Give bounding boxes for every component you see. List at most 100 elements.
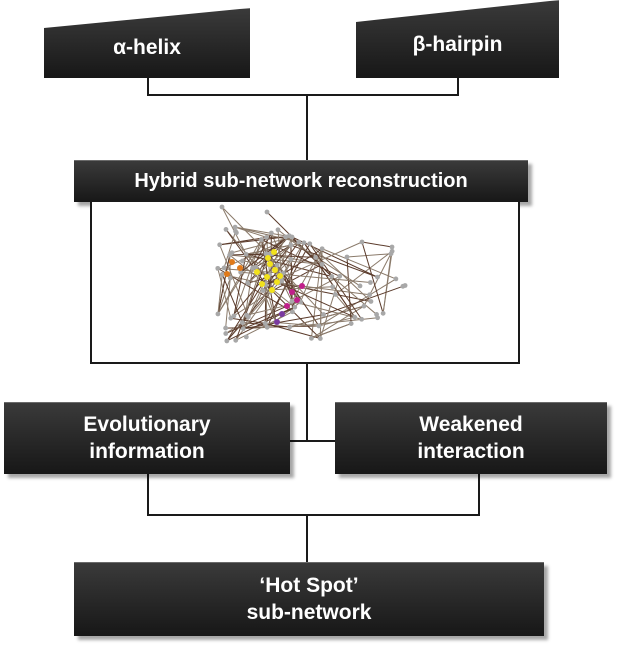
network-node — [309, 335, 314, 341]
network-edge — [291, 236, 378, 278]
network-nodes — [215, 204, 408, 344]
network-edge — [217, 239, 262, 315]
network-node — [292, 304, 298, 310]
network-node-highlighted — [274, 279, 280, 285]
network-node-highlighted — [267, 261, 273, 267]
network-node — [361, 303, 367, 309]
network-edge — [219, 236, 286, 246]
network-node-highlighted — [272, 267, 278, 273]
network-edge — [242, 285, 267, 329]
network-node-highlighted — [294, 297, 300, 303]
network-edge — [225, 229, 272, 292]
network-node — [288, 242, 294, 248]
network-node — [296, 239, 302, 245]
network-edge — [246, 301, 301, 316]
network-node — [243, 251, 249, 257]
network-node — [287, 324, 293, 330]
network-node-highlighted — [265, 255, 271, 261]
network-node — [307, 241, 313, 247]
network-node — [260, 287, 266, 293]
network-edge — [311, 323, 352, 339]
hybrid-reconstruction-box: Hybrid sub-network reconstruction — [74, 160, 528, 202]
network-edge — [265, 285, 277, 323]
network-node-highlighted — [299, 283, 305, 289]
weakened-line2: interaction — [417, 439, 525, 463]
network-node — [359, 239, 365, 245]
network-node — [240, 326, 246, 332]
network-node — [221, 265, 227, 271]
evolutionary-line1: Evolutionary — [83, 413, 211, 437]
network-node — [232, 224, 238, 230]
network-edge — [225, 322, 243, 334]
network-node — [264, 234, 269, 240]
network-node — [289, 234, 295, 240]
network-edge — [281, 241, 363, 279]
network-node — [368, 280, 373, 285]
evolutionary-information-box: Evolutionary information — [4, 402, 290, 474]
network-edge — [361, 241, 393, 248]
network-node — [264, 209, 270, 215]
network-image-frame — [90, 200, 520, 364]
network-node — [317, 336, 323, 341]
network-edge — [285, 236, 361, 287]
network-node — [301, 240, 307, 246]
connector-bottom — [147, 474, 480, 516]
network-node — [268, 230, 274, 236]
network-node-highlighted — [271, 249, 277, 255]
network-edge — [230, 317, 266, 324]
network-node-highlighted — [224, 271, 230, 277]
network-edge — [265, 285, 268, 328]
network-node — [229, 250, 235, 256]
hybrid-reconstruction-label: Hybrid sub-network reconstruction — [134, 170, 468, 192]
network-node — [233, 337, 239, 343]
network-node — [319, 261, 325, 267]
network-edge — [243, 306, 295, 330]
network-edge — [233, 291, 272, 317]
network-node — [258, 237, 264, 242]
network-edge — [217, 274, 223, 315]
network-node — [393, 276, 399, 282]
network-node — [219, 204, 225, 210]
network-node — [337, 273, 343, 279]
network-edge — [319, 276, 341, 339]
network-edge — [242, 268, 254, 329]
network-node — [313, 255, 318, 260]
network-node-highlighted — [254, 269, 260, 275]
network-edge — [217, 254, 231, 315]
network-edge — [382, 251, 393, 314]
network-node — [321, 312, 326, 317]
network-node — [367, 292, 373, 298]
network-node-highlighted — [269, 287, 275, 293]
evolutionary-line2: information — [89, 439, 205, 463]
weakened-interaction-box: Weakened interaction — [335, 402, 607, 474]
network-edge — [278, 282, 355, 318]
network-node — [238, 269, 244, 275]
network-node — [215, 311, 221, 317]
network-edge — [231, 236, 293, 254]
network-edge — [261, 239, 340, 277]
network-node — [262, 321, 268, 326]
hot-spot-line2: sub-network — [246, 600, 372, 624]
network-edge — [235, 226, 293, 238]
network-edge — [223, 231, 237, 269]
network-edge — [217, 277, 231, 315]
network-node-highlighted — [289, 289, 295, 295]
network-node-highlighted — [274, 319, 280, 325]
network-edge — [346, 253, 392, 258]
beta-hairpin-label: β-hairpin — [412, 33, 503, 57]
network-edge — [217, 268, 232, 319]
network-node — [332, 292, 338, 297]
network-node — [352, 314, 358, 320]
network-node — [274, 262, 280, 268]
network-node — [319, 246, 325, 252]
network-edge — [241, 253, 267, 323]
network-node — [215, 265, 221, 271]
weakened-line1: Weakened — [419, 413, 523, 437]
network-edge — [229, 255, 231, 279]
network-node — [250, 265, 256, 271]
network-node — [219, 272, 225, 277]
network-node — [359, 316, 365, 322]
network-node — [375, 274, 380, 280]
network-node — [329, 274, 335, 279]
